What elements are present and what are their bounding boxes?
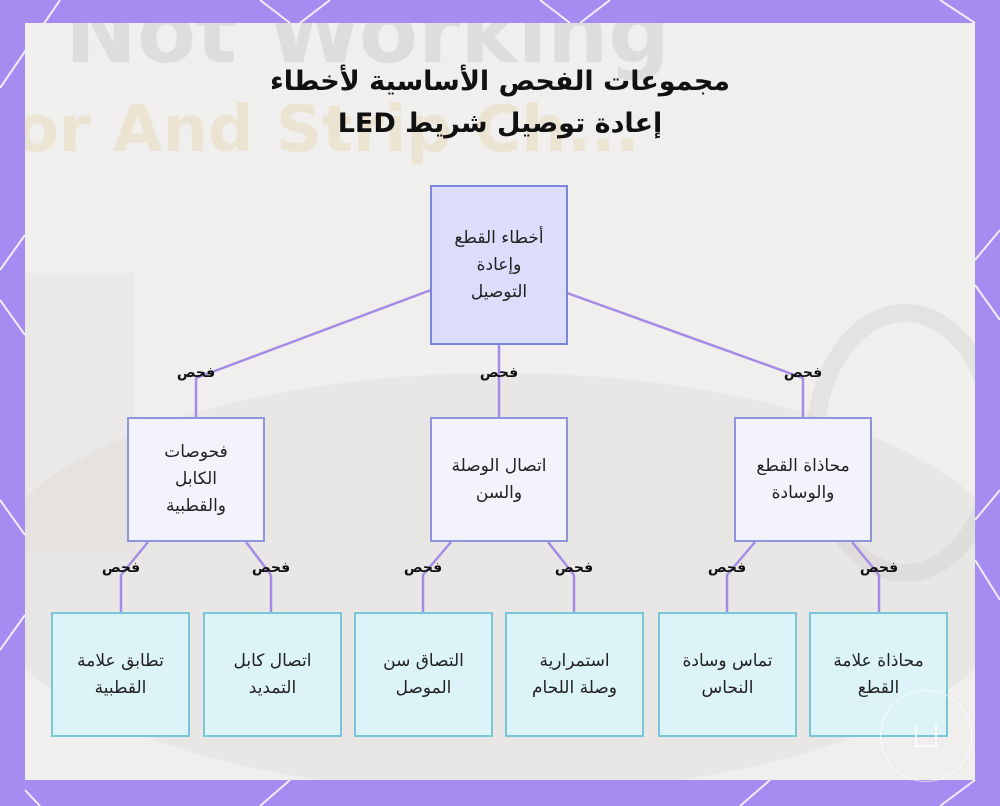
leaf-connector-pin-adhesion: التصاق سن الموصل [354, 612, 493, 737]
node-label: اتصال الوصلة والسن [446, 453, 552, 507]
leaf-extension-cable-connection: اتصال كابل التمديد [203, 612, 342, 737]
edge-label-check: فحص [555, 560, 593, 576]
edge-label-check: فحص [252, 560, 290, 576]
node-cable-polarity-checks: فحوصات الكابل والقطبية [127, 417, 265, 542]
logo-badge-icon [880, 690, 972, 782]
edge-root-to-align [567, 293, 803, 378]
edge-label-check: فحص [480, 365, 518, 381]
edge-label-check: فحص [404, 560, 442, 576]
edge-root-to-cable [196, 290, 431, 378]
node-cut-pad-alignment: محاذاة القطع والوسادة [734, 417, 872, 542]
node-label: تطابق علامة القطبية [67, 648, 174, 702]
node-label: فحوصات الكابل والقطبية [143, 439, 249, 520]
edge-label-check: فحص [784, 365, 822, 381]
edge-label-check: فحص [860, 560, 898, 576]
root-node-label: أخطاء القطع وإعادة التوصيل [446, 225, 552, 306]
edge-label-check: فحص [708, 560, 746, 576]
leaf-polarity-mark-match: تطابق علامة القطبية [51, 612, 190, 737]
edge-label-check: فحص [177, 365, 215, 381]
leaf-solder-joint-continuity: استمرارية وصلة اللحام [505, 612, 644, 737]
node-label: التصاق سن الموصل [370, 648, 477, 702]
node-label: اتصال كابل التمديد [219, 648, 326, 702]
node-label: محاذاة القطع والوسادة [750, 453, 856, 507]
node-joint-pin-connection: اتصال الوصلة والسن [430, 417, 568, 542]
root-node: أخطاء القطع وإعادة التوصيل [430, 185, 568, 345]
node-label: استمرارية وصلة اللحام [521, 648, 628, 702]
edge-label-check: فحص [102, 560, 140, 576]
node-label: تماس وسادة النحاس [674, 648, 781, 702]
leaf-copper-pad-contact: تماس وسادة النحاس [658, 612, 797, 737]
